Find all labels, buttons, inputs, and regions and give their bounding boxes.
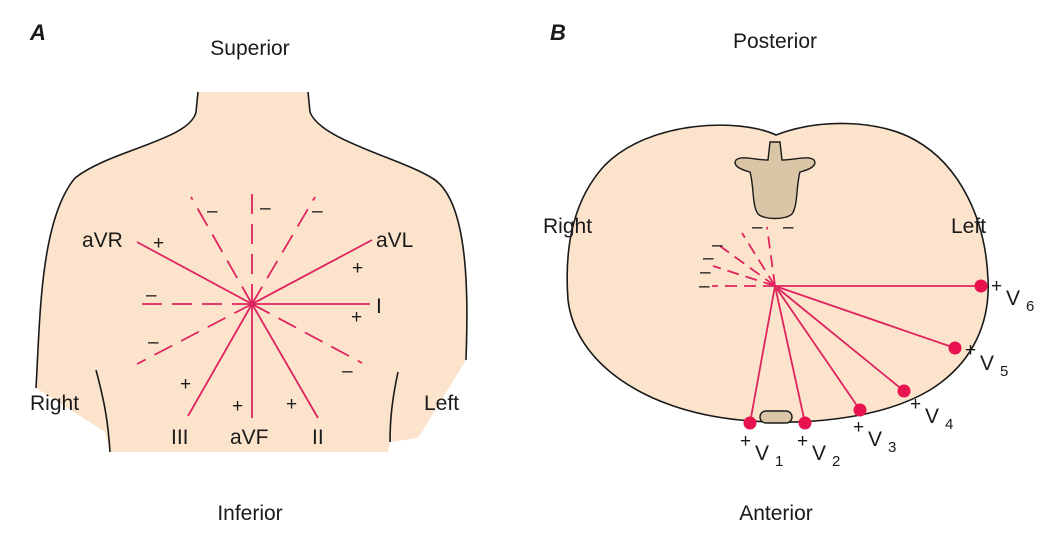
sign-minus-ii: – <box>207 201 218 222</box>
left-arm-crease <box>389 371 399 443</box>
axis-v2-positive <box>774 285 806 424</box>
sign-plus-avl: + <box>352 258 363 279</box>
electrode-v6 <box>974 279 988 293</box>
panel-a-frontal-plane: A Superior Inferior aVR aVL I II II <box>29 20 468 525</box>
axis-v1-negative <box>766 226 776 287</box>
label-left-a: Left <box>424 392 459 415</box>
panel-a-letter: A <box>29 20 46 45</box>
label-superior: Superior <box>210 37 289 60</box>
sign-plus-v6: + <box>991 276 1002 297</box>
lead-label-v1: + V 1 <box>740 431 783 470</box>
panel-b-letter: B <box>550 20 566 45</box>
v-letter-v4: V <box>925 405 939 428</box>
sign-minus-avf: – <box>260 198 271 219</box>
axis-v1-positive <box>749 285 776 424</box>
lead-label-avr: aVR <box>82 229 123 252</box>
lead-label-v3: + V 3 <box>853 417 896 456</box>
sign-minus-avl: – <box>148 332 159 353</box>
sign-minus-v6: – <box>699 276 710 297</box>
lead-label-ii: II <box>312 426 324 449</box>
frontal-axes <box>136 190 373 419</box>
lead-label-v4: + V 4 <box>910 394 953 433</box>
lead-label-avl: aVL <box>376 229 413 252</box>
sign-plus-v3: + <box>853 417 864 438</box>
v-number-v3: 3 <box>888 439 896 456</box>
v-number-v6: 6 <box>1026 298 1034 315</box>
axis-ii-negative <box>190 196 253 305</box>
axis-avr-negative <box>251 303 363 364</box>
chest-cross-section <box>566 122 989 423</box>
right-arm-crease <box>95 369 111 453</box>
lead-label-v2: + V 2 <box>797 431 840 470</box>
electrode-v2 <box>798 416 812 430</box>
sign-plus-i: + <box>351 307 362 328</box>
label-anterior: Anterior <box>739 502 813 525</box>
electrode-v1 <box>743 416 757 430</box>
sign-plus-v4: + <box>910 394 921 415</box>
v-letter-v3: V <box>868 428 882 451</box>
v-letter-v2: V <box>812 442 826 465</box>
torso-outline <box>35 91 199 389</box>
v-letter-v5: V <box>980 352 994 375</box>
torso-outline-right <box>307 91 468 361</box>
sign-minus-iii: – <box>312 201 323 222</box>
axis-v4-negative <box>719 245 776 287</box>
electrode-v4 <box>897 384 911 398</box>
sign-plus-avr: + <box>153 233 164 254</box>
precordial-axes <box>712 226 981 424</box>
axis-v5-positive <box>774 285 956 349</box>
sign-minus-i: – <box>146 285 157 306</box>
axis-v3-negative <box>741 232 776 287</box>
electrode-v5 <box>948 341 962 355</box>
axis-ii-positive <box>251 303 319 419</box>
lead-label-iii: III <box>171 426 189 449</box>
axis-v3-positive <box>774 285 861 411</box>
label-inferior: Inferior <box>217 502 282 525</box>
sign-plus-ii: + <box>286 394 297 415</box>
v-number-v4: 4 <box>945 416 953 433</box>
sternum <box>759 410 793 424</box>
v-letter-v1: V <box>755 442 769 465</box>
sign-minus-v4: – <box>703 248 714 269</box>
sign-plus-v1: + <box>740 431 751 452</box>
sign-minus-v2: – <box>783 217 794 238</box>
v-number-v1: 1 <box>775 453 783 470</box>
axis-v4-positive <box>774 285 905 392</box>
sign-plus-v5: + <box>965 340 976 361</box>
sign-plus-avf: + <box>232 396 243 417</box>
sign-minus-v3: – <box>712 235 723 256</box>
lead-label-avf: aVF <box>230 426 269 449</box>
lead-label-i: I <box>376 295 382 318</box>
sign-plus-iii: + <box>180 374 191 395</box>
axis-avl-positive <box>251 239 373 305</box>
label-right-b: Right <box>543 215 592 238</box>
label-left-b: Left <box>951 215 986 238</box>
axis-v5-negative <box>712 265 776 287</box>
sign-minus-avr: – <box>342 361 353 382</box>
axis-avr-positive <box>136 241 253 305</box>
sign-plus-v2: + <box>797 431 808 452</box>
v-number-v2: 2 <box>832 453 840 470</box>
lead-label-v5: + V 5 <box>965 340 1008 380</box>
axis-iii-positive <box>187 303 253 417</box>
v-letter-v6: V <box>1006 287 1020 310</box>
sign-minus-v1: – <box>752 217 763 238</box>
label-right-a: Right <box>30 392 79 415</box>
axis-iii-negative <box>251 196 316 305</box>
vertebra <box>734 141 816 220</box>
axis-avl-negative <box>136 303 253 365</box>
label-posterior: Posterior <box>733 30 817 53</box>
panel-b-horizontal-plane: B Posterior Anterior <box>543 20 1034 525</box>
lead-label-v6: + V 6 <box>991 276 1034 315</box>
sign-minus-v5: – <box>700 262 711 283</box>
v-number-v5: 5 <box>1000 363 1008 380</box>
electrode-v3 <box>853 403 867 417</box>
